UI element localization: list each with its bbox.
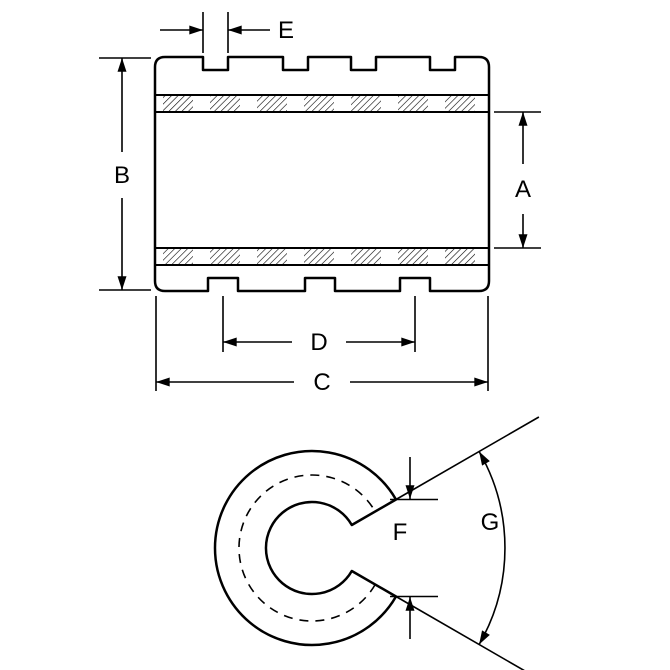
cross-section-c-ring: [213, 449, 398, 647]
dimension-b: B: [99, 57, 151, 291]
bearing-cross-section-view: [213, 449, 398, 647]
dimension-b-label: B: [114, 162, 130, 189]
hatch-segment: [257, 96, 287, 111]
hatch-segment: [304, 249, 334, 264]
hatch-segment: [210, 96, 240, 111]
dimension-a: A: [494, 111, 541, 249]
dimension-f: F: [390, 457, 438, 639]
g-angle-line-bottom: [395, 595, 525, 670]
hatch-segment: [398, 96, 428, 111]
dimension-d-label: D: [310, 329, 327, 356]
hatch-segment: [257, 249, 287, 264]
dimension-g: G: [395, 416, 540, 670]
dimension-d: D: [222, 296, 416, 356]
dimension-a-label: A: [515, 176, 531, 203]
dimension-c-label: C: [313, 369, 330, 396]
dimension-e: E: [160, 12, 294, 53]
raceway-band-bottom: [155, 247, 489, 266]
hatch-segment: [163, 249, 193, 264]
dimension-g-label: G: [481, 509, 500, 536]
g-angle-line-top: [395, 416, 540, 501]
hatch-segment: [351, 96, 381, 111]
hatch-segment: [445, 96, 475, 111]
raceway-band-top: [155, 94, 489, 113]
bearing-side-view: [153, 55, 491, 293]
ball-track-dashed-circle: [238, 474, 376, 622]
side-view-outline: [153, 55, 491, 293]
hatch-segment: [304, 96, 334, 111]
dimension-e-label: E: [278, 17, 294, 44]
dimension-f-label: F: [393, 519, 408, 546]
hatch-segment: [398, 249, 428, 264]
hatch-segment: [163, 96, 193, 111]
hatch-segment: [445, 249, 475, 264]
g-angle-arc: [478, 451, 506, 645]
dimension-c: C: [155, 296, 489, 396]
hatch-segment: [351, 249, 381, 264]
hatch-segment: [210, 249, 240, 264]
